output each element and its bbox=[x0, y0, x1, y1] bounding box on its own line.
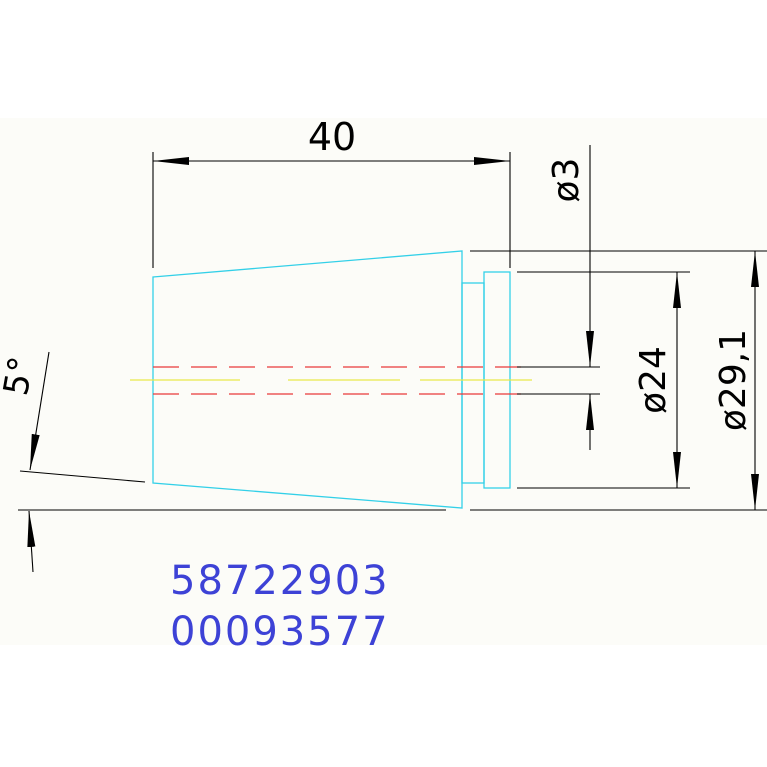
inner-diameter-label: ø24 bbox=[633, 346, 674, 414]
dimension-lines bbox=[18, 145, 767, 573]
part-number-1: 58722903 bbox=[170, 558, 390, 604]
angle-leader-lower bbox=[27, 510, 36, 573]
tapered-body bbox=[152, 250, 463, 509]
drawing-sheet bbox=[0, 118, 767, 645]
taper-extension-line bbox=[19, 470, 146, 483]
length-dimension-label: 40 bbox=[308, 115, 356, 159]
hole-dimension-label: ø3 bbox=[546, 158, 587, 203]
outer-diameter-label: ø29,1 bbox=[713, 329, 754, 431]
hidden-lines bbox=[153, 366, 530, 395]
angle-leader-upper bbox=[29, 351, 50, 471]
part-number-2: 00093577 bbox=[170, 609, 390, 655]
angle-label: 5° bbox=[0, 354, 42, 399]
